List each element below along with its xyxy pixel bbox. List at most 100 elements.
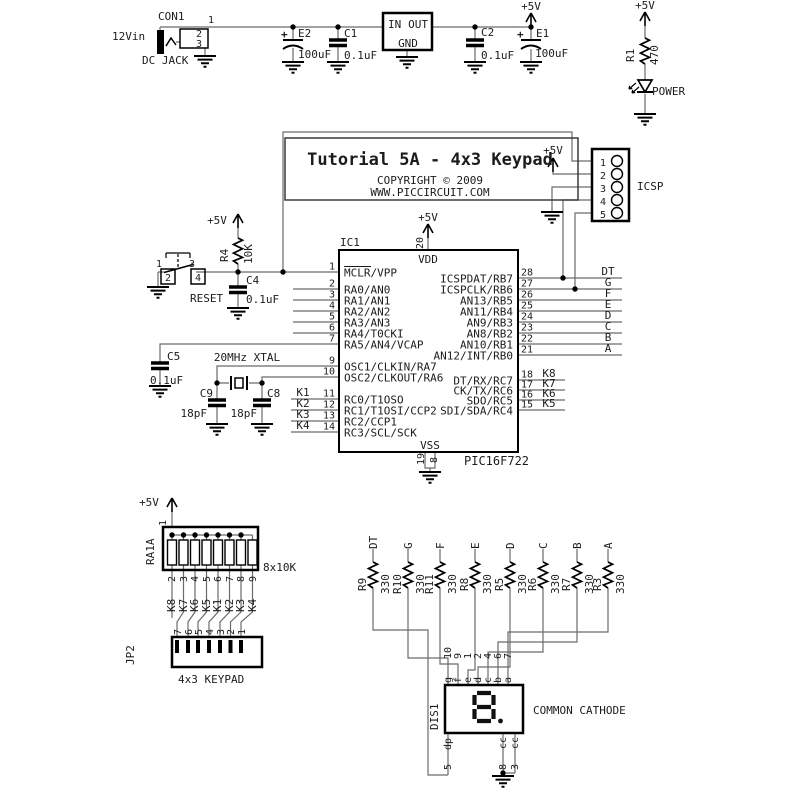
label-c8: C8 bbox=[267, 387, 280, 400]
label-c: C bbox=[605, 320, 612, 333]
label-k1: K1 bbox=[211, 599, 224, 612]
reset-switch bbox=[160, 252, 206, 285]
resistor-r9 bbox=[367, 561, 379, 589]
label-2: 2 bbox=[167, 576, 178, 582]
cap-c1 bbox=[327, 38, 349, 48]
ic-pin-number-4: 4 bbox=[329, 301, 335, 312]
dc-jack-switch-box bbox=[179, 28, 209, 49]
ic-pin-name-28: ICSPDAT/RB7 bbox=[440, 273, 513, 286]
ic-pin-number-23: 23 bbox=[521, 323, 533, 334]
label-b: b bbox=[493, 677, 504, 683]
label-4: 4 bbox=[483, 653, 494, 659]
label-3: 3 bbox=[600, 184, 606, 195]
label-10: 10 bbox=[443, 647, 454, 659]
ic-pin-number-1: 1 bbox=[329, 262, 335, 273]
label-r5: R5 bbox=[493, 578, 506, 591]
ic-pin-number-16: 16 bbox=[521, 390, 533, 401]
label-a: A bbox=[602, 542, 615, 549]
reset-label: RESET bbox=[190, 292, 223, 305]
ic-pin-number-2: 2 bbox=[329, 279, 335, 290]
ic-pin-number-27: 27 bbox=[521, 279, 533, 290]
crystal-20mhz bbox=[230, 376, 248, 390]
label-3: 3 bbox=[179, 576, 190, 582]
mcu-body bbox=[338, 249, 519, 453]
label-k3: K3 bbox=[296, 408, 309, 421]
ic-pin-name-12: RC1/T1OSI/CCP2 bbox=[344, 405, 437, 418]
label-6: 6 bbox=[493, 653, 504, 659]
ic-pin-name-26: AN13/RB5 bbox=[460, 295, 513, 308]
label-f: F bbox=[605, 287, 612, 300]
seven-segment-display bbox=[443, 683, 525, 735]
label-c: C bbox=[537, 542, 550, 549]
label-c2: C2 bbox=[481, 26, 494, 39]
label-1: 1 bbox=[600, 158, 606, 169]
label-k5: K5 bbox=[542, 397, 555, 410]
resistor-r3 bbox=[602, 561, 614, 589]
label-r10: R10 bbox=[391, 574, 404, 594]
label-g: G bbox=[402, 542, 415, 549]
ic-pin-name-11: RC0/T1OSO bbox=[344, 394, 404, 407]
label-d: D bbox=[504, 542, 517, 549]
label-k1: K1 bbox=[296, 386, 309, 399]
ic-pin-number-12: 12 bbox=[323, 400, 335, 411]
input-voltage-label: 12Vin bbox=[112, 30, 145, 43]
ic-pin-name-7: RA5/AN4/VCAP bbox=[344, 339, 424, 352]
label-330: 330 bbox=[379, 574, 392, 594]
label-2: 2 bbox=[165, 273, 171, 284]
label-18pf: 18pF bbox=[231, 407, 258, 420]
label-8: 8 bbox=[236, 576, 247, 582]
label-dt: DT bbox=[367, 535, 380, 549]
cap-c5 bbox=[149, 361, 171, 371]
ic-designator: IC1 bbox=[340, 236, 360, 249]
label-c4: C4 bbox=[246, 274, 260, 287]
cap-c4 bbox=[227, 285, 249, 295]
ic-pin-name-4: RA2/AN2 bbox=[344, 306, 390, 319]
label-2: 2 bbox=[226, 629, 237, 635]
label-1: 1 bbox=[208, 15, 214, 26]
label-gnd: GND bbox=[398, 37, 418, 50]
resistor-network-value: 8x10K bbox=[263, 561, 296, 574]
label-4: 4 bbox=[195, 273, 201, 284]
label-e: E bbox=[605, 298, 612, 311]
label-a: a bbox=[503, 677, 514, 683]
label-cc: cc bbox=[510, 737, 521, 749]
label-1: 1 bbox=[156, 259, 162, 270]
label-k3: K3 bbox=[234, 599, 247, 612]
label-0-1uf: 0.1uF bbox=[246, 293, 279, 306]
resistor-r6 bbox=[537, 561, 549, 589]
label-100uf: 100uF bbox=[535, 47, 568, 60]
label-330: 330 bbox=[481, 574, 494, 594]
ic-pin-name-25: AN11/RB4 bbox=[460, 306, 513, 319]
label-k2: K2 bbox=[223, 599, 236, 612]
label-330: 330 bbox=[414, 574, 427, 594]
keypad-connector-jp2 bbox=[170, 635, 264, 669]
label-f: F bbox=[434, 542, 447, 549]
label-5v: +5V bbox=[543, 144, 563, 157]
label-g: G bbox=[605, 276, 612, 289]
ic-pin-number-15: 15 bbox=[521, 400, 533, 411]
ic-pin-name-9: OSC1/CLKIN/RA7 bbox=[344, 361, 437, 374]
label-8: 8 bbox=[429, 457, 440, 463]
resistor-r10 bbox=[402, 561, 414, 589]
label-vss: VSS bbox=[420, 439, 440, 452]
ic-pin-number-7: 7 bbox=[329, 334, 335, 345]
label-6: 6 bbox=[213, 576, 224, 582]
label-c9: C9 bbox=[200, 387, 213, 400]
ic-pin-name-21: AN12/INT/RB0 bbox=[434, 350, 513, 363]
label-20: 20 bbox=[415, 237, 426, 249]
ic-pin-number-11: 11 bbox=[323, 389, 335, 400]
dc-jack-pin-bar bbox=[157, 30, 164, 54]
ic-pin-name-5: RA3/AN3 bbox=[344, 317, 390, 330]
components bbox=[149, 11, 654, 735]
label-18pf: 18pF bbox=[181, 407, 208, 420]
ic-pin-name-2: RA0/AN0 bbox=[344, 284, 390, 297]
label-1: 1 bbox=[237, 629, 248, 635]
ic-pin-number-24: 24 bbox=[521, 312, 533, 323]
dc-jack-spring-contact bbox=[165, 36, 177, 47]
ic-pin-name-3: RA1/AN1 bbox=[344, 295, 390, 308]
label-d: d bbox=[473, 677, 484, 683]
label-4: 4 bbox=[205, 629, 216, 635]
ic-pin-number-14: 14 bbox=[323, 422, 335, 433]
